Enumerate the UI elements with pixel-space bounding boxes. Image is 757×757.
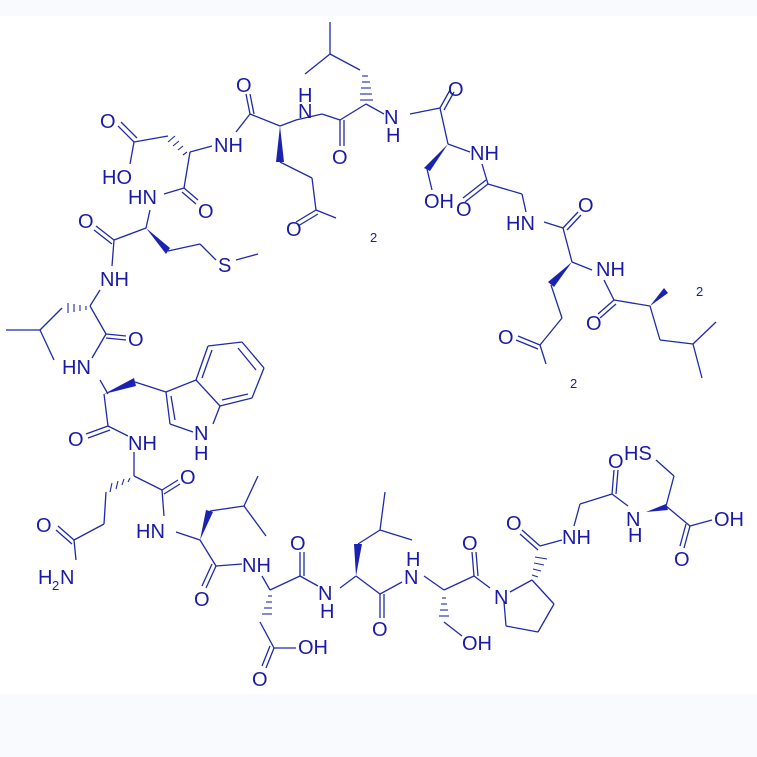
svg-text:O: O: [586, 313, 602, 335]
svg-text:OH: OH: [298, 637, 328, 659]
svg-text:O: O: [194, 589, 210, 611]
svg-text:O: O: [128, 329, 144, 351]
svg-text:NH: NH: [596, 259, 625, 281]
svg-text:O: O: [448, 79, 464, 101]
svg-text:HN: HN: [506, 213, 535, 235]
svg-text:O: O: [608, 451, 624, 473]
svg-text:O: O: [78, 211, 94, 233]
structure-panel: [0, 16, 757, 694]
svg-text:HN: HN: [136, 521, 165, 543]
svg-text:O: O: [372, 619, 388, 641]
svg-text:HS: HS: [624, 443, 652, 465]
svg-text:H: H: [406, 549, 420, 571]
svg-text:O: O: [286, 219, 302, 241]
svg-text:N: N: [194, 423, 208, 445]
svg-text:HN: HN: [62, 357, 91, 379]
svg-text:O: O: [332, 147, 348, 169]
svg-text:2: 2: [696, 284, 703, 299]
svg-text:OH: OH: [462, 633, 492, 655]
svg-text:H: H: [194, 443, 208, 465]
svg-text:N: N: [60, 567, 74, 589]
svg-text:O: O: [252, 669, 268, 691]
svg-text:H: H: [628, 525, 642, 547]
svg-text:S: S: [218, 255, 231, 277]
svg-text:O: O: [462, 533, 478, 555]
svg-text:NH: NH: [128, 433, 157, 455]
svg-text:NH: NH: [214, 135, 243, 157]
svg-text:O: O: [456, 199, 472, 221]
svg-text:HO: HO: [102, 167, 132, 189]
svg-text:O: O: [578, 195, 594, 217]
svg-text:N: N: [494, 587, 508, 609]
svg-text:NH: NH: [470, 143, 499, 165]
svg-text:NH: NH: [562, 527, 591, 549]
svg-text:NH: NH: [242, 555, 271, 577]
svg-text:O: O: [198, 201, 214, 223]
atom-labels: O H N O O 2 N H O NH OH O HN O NH 2 O O …: [36, 75, 744, 691]
svg-text:HN: HN: [128, 187, 157, 209]
svg-text:N: N: [404, 567, 418, 589]
svg-text:O: O: [36, 515, 52, 537]
svg-text:N: N: [626, 509, 640, 531]
svg-text:O: O: [290, 533, 306, 555]
svg-text:O: O: [68, 429, 84, 451]
svg-text:O: O: [498, 327, 514, 349]
svg-text:H: H: [386, 125, 400, 147]
svg-text:N: N: [318, 583, 332, 605]
svg-text:H: H: [298, 85, 312, 107]
svg-text:NH: NH: [100, 269, 129, 291]
bonds: [6, 22, 717, 669]
svg-text:OH: OH: [714, 509, 744, 531]
svg-text:O: O: [506, 513, 522, 535]
svg-text:O: O: [236, 75, 252, 97]
svg-text:H: H: [320, 601, 334, 623]
svg-text:N: N: [298, 101, 312, 123]
svg-text:2: 2: [52, 578, 59, 593]
svg-text:O: O: [100, 111, 116, 133]
svg-text:2: 2: [570, 376, 577, 391]
svg-text:H: H: [38, 567, 52, 589]
svg-text:OH: OH: [424, 191, 454, 213]
svg-text:O: O: [674, 549, 690, 571]
svg-text:2: 2: [370, 230, 377, 245]
svg-text:N: N: [384, 107, 398, 129]
svg-text:O: O: [180, 467, 196, 489]
